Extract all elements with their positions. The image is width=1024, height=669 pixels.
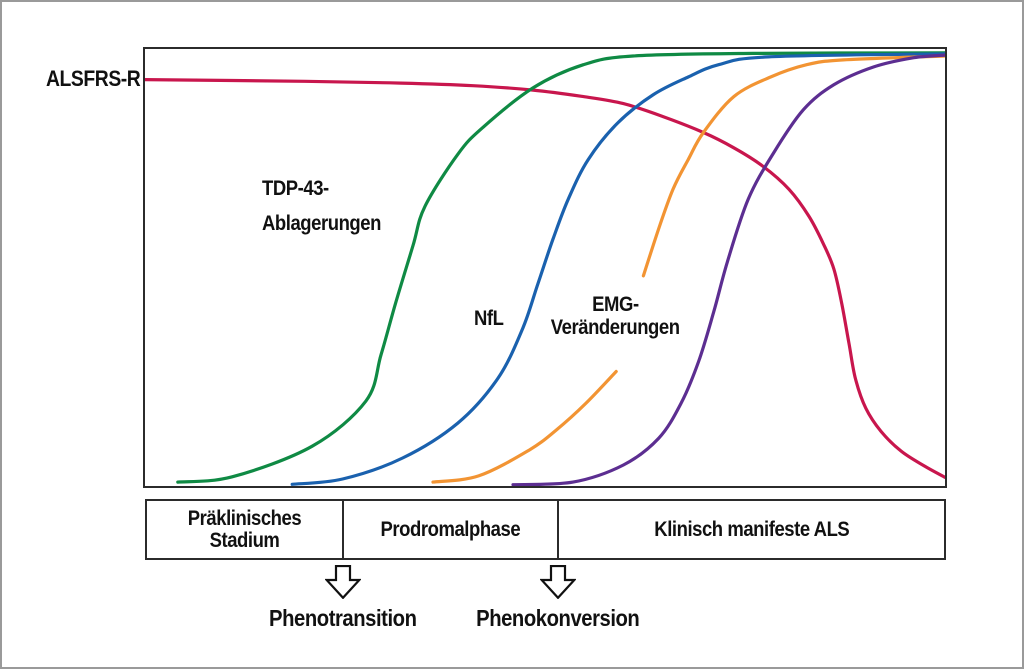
curve-label-emg: EMG- Veränderungen bbox=[530, 293, 700, 339]
y-axis-label-wrap: ALSFRS-R bbox=[46, 66, 153, 92]
annotation-phenokonversion-label: Phenokonversion bbox=[476, 605, 640, 631]
annotation-phenotransition-label-wrap: Phenotransition bbox=[193, 605, 493, 632]
stage-cell-klinisch-manifeste-als: Klinisch manifeste ALS bbox=[557, 501, 944, 558]
curve-label-tdp43: TDP-43- Ablagerungen bbox=[262, 171, 397, 241]
stage-label-klinisch-manifeste-als: Klinisch manifeste ALS bbox=[653, 517, 850, 541]
curve-label-emg-line1: EMG- bbox=[591, 293, 639, 316]
curve-label-nfl: NfL bbox=[474, 307, 508, 331]
curve-EMG-Veränderungen bbox=[431, 369, 618, 484]
stage-band: Präklinisches Stadium Prodromalphase Kli… bbox=[145, 499, 946, 560]
curve-NfL bbox=[290, 52, 945, 486]
down-block-arrow-icon bbox=[540, 565, 576, 599]
stage-label-praeklinisches-stadium: Präklinisches Stadium bbox=[187, 507, 302, 552]
annotation-phenotransition: Phenotransition bbox=[193, 565, 493, 632]
curve-unlabeled-4 bbox=[511, 53, 945, 486]
chart-plot-area: TDP-43- Ablagerungen NfL EMG- Veränderun… bbox=[143, 47, 947, 488]
curve-TDP-43-Ablagerungen bbox=[176, 51, 945, 484]
stage-cell-prodromalphase: Prodromalphase bbox=[342, 501, 557, 558]
curve-EMG-Veränderungen bbox=[641, 54, 945, 278]
stage-label-prodromalphase: Prodromalphase bbox=[380, 517, 521, 541]
curve-ALSFRS-R bbox=[145, 78, 945, 479]
stage-cell-praeklinisches-stadium: Präklinisches Stadium bbox=[147, 501, 342, 558]
curves-svg bbox=[145, 51, 945, 486]
curve-label-tdp43-line2: Ablagerungen bbox=[262, 212, 381, 235]
curve-label-nfl-text: NfL bbox=[474, 307, 504, 330]
y-axis-label: ALSFRS-R bbox=[46, 66, 141, 91]
annotation-phenokonversion: Phenokonversion bbox=[408, 565, 708, 632]
curve-label-emg-line2: Veränderungen bbox=[550, 316, 680, 339]
annotation-phenokonversion-label-wrap: Phenokonversion bbox=[408, 605, 708, 632]
down-block-arrow-icon bbox=[325, 565, 361, 599]
annotation-phenotransition-label: Phenotransition bbox=[269, 605, 417, 631]
curve-label-tdp43-line1: TDP-43- bbox=[262, 177, 329, 200]
